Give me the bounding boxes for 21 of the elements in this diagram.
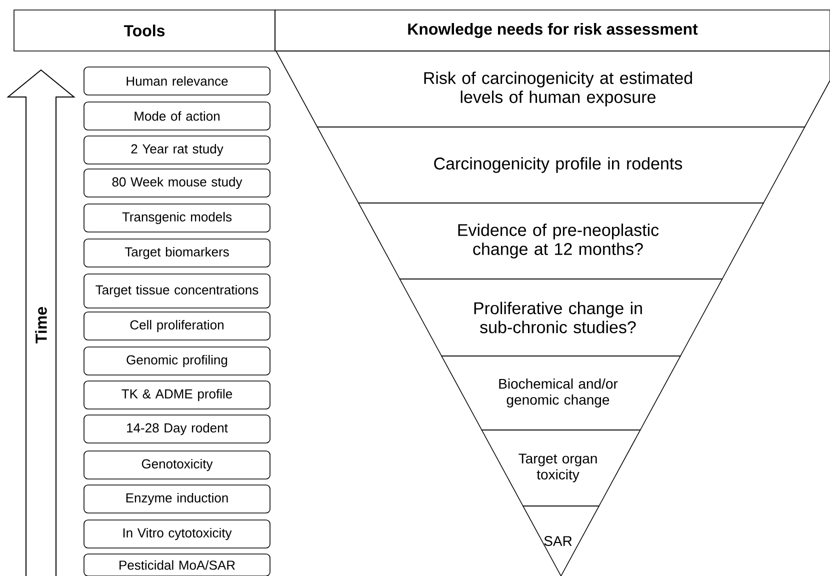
tool-box: 14-28 Day rodent xyxy=(84,414,270,444)
pyramid-band: Proliferative change in sub-chronic studies? xyxy=(399,278,723,356)
tool-box: Genomic profiling xyxy=(84,346,270,376)
tool-box: Genotoxicity xyxy=(84,450,270,480)
pyramid-band: Target organ toxicity xyxy=(481,430,641,506)
tool-box: TK & ADME profile xyxy=(84,380,270,410)
tool-box: Target tissue concentrations xyxy=(84,274,270,308)
tool-box: 80 Week mouse study xyxy=(84,168,270,198)
tool-box: 2 Year rat study xyxy=(84,136,270,164)
tool-box: Enzyme induction xyxy=(84,484,270,514)
tool-box: Human relevance xyxy=(84,66,270,96)
tool-box: Pesticidal MoA/SAR xyxy=(84,554,270,576)
tool-box: Cell proliferation xyxy=(84,312,270,340)
tool-box: Mode of action xyxy=(84,102,270,130)
header-cell: Knowledge needs for risk assessment xyxy=(274,10,830,52)
tool-box: Target biomarkers xyxy=(84,238,270,268)
header-cell: Tools xyxy=(14,10,276,52)
axis-label: Time xyxy=(35,307,47,344)
pyramid-band: Carcinogenicity profile in rodents xyxy=(316,126,806,204)
tool-box: Transgenic models xyxy=(84,204,270,232)
tool-box: In Vitro cytotoxicity xyxy=(84,520,270,548)
